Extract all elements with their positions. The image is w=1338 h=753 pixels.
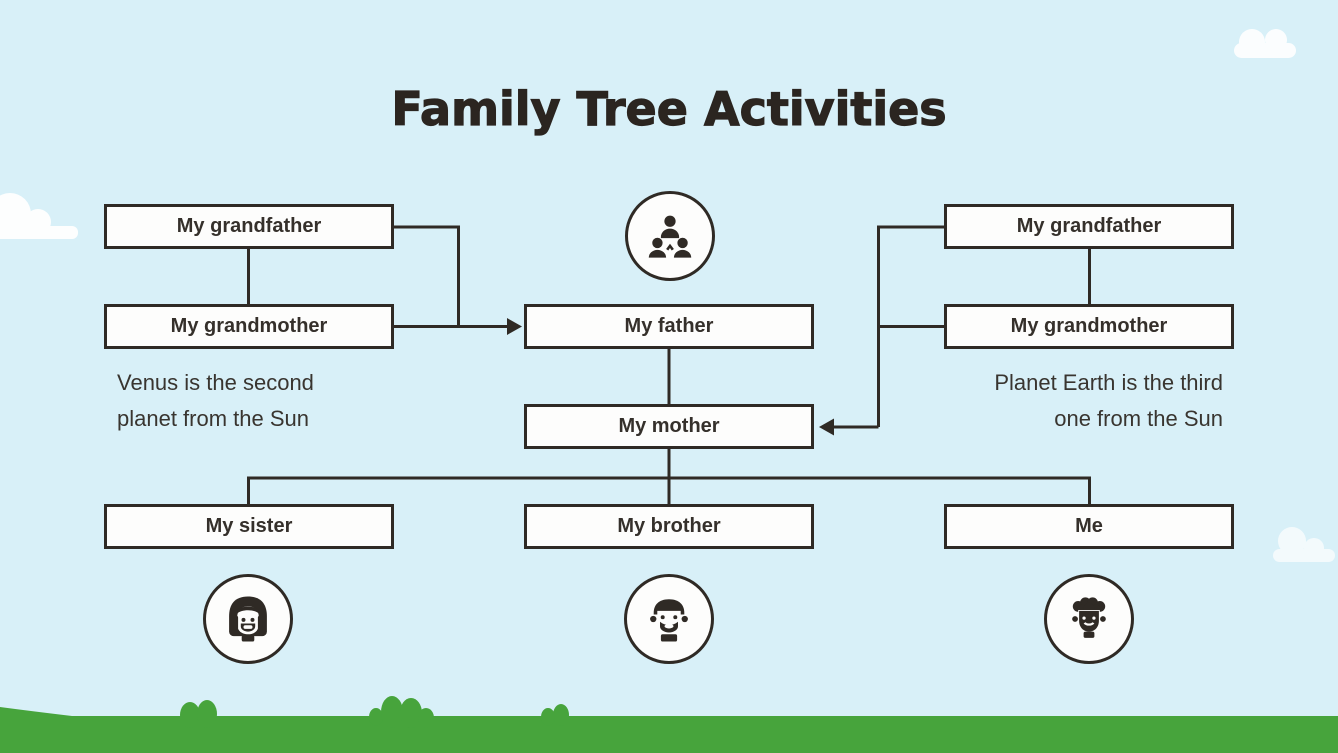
node-right-grandmother: My grandmother (944, 304, 1234, 349)
cloud-icon-left (0, 193, 78, 239)
node-mother: My mother (524, 404, 814, 449)
node-me: Me (944, 504, 1234, 549)
caption-right-line2: one from the Sun (1054, 406, 1223, 431)
girl-face-glyph (229, 596, 267, 642)
node-father: My father (524, 304, 814, 349)
girl-face-icon (203, 574, 293, 664)
arrowhead-into-father (507, 318, 522, 335)
caption-left-line2: planet from the Sun (117, 406, 310, 431)
node-brother: My brother (524, 504, 814, 549)
child-face-glyph (1072, 597, 1106, 638)
caption-right-line1: Planet Earth is the third (994, 370, 1223, 395)
boy-face-icon (624, 574, 714, 664)
slide-title: Family Tree Activities (391, 81, 948, 136)
cloud-icon-bottom-right (1273, 527, 1335, 562)
child-face-icon (1044, 574, 1134, 664)
node-left-grandmother: My grandmother (104, 304, 394, 349)
cloud-icon-top-right (1234, 29, 1296, 58)
arrowhead-into-mother (819, 418, 834, 436)
boy-face-glyph (650, 599, 688, 642)
node-sister: My sister (104, 504, 394, 549)
family-tree-icon (625, 191, 715, 281)
family-tree-glyph (648, 215, 692, 258)
node-left-grandfather: My grandfather (104, 204, 394, 249)
caption-left: Venus is the second planet from the Sun (117, 365, 314, 437)
caption-right: Planet Earth is the third one from the S… (994, 365, 1223, 437)
caption-left-line1: Venus is the second (117, 370, 314, 395)
node-right-grandfather: My grandfather (944, 204, 1234, 249)
